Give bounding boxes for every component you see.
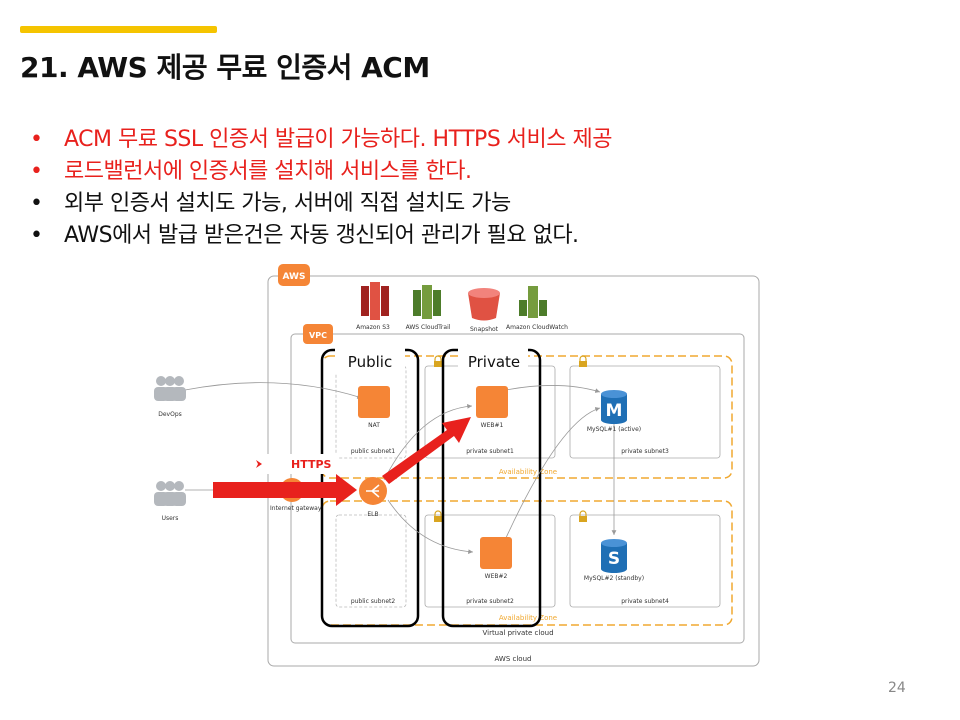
private-subnet2-box	[424, 514, 556, 608]
connector-line	[184, 382, 363, 399]
mysql2-icon-letter: S	[608, 549, 620, 569]
availability-zone-label: Availability Zone	[499, 614, 557, 622]
connector-line	[387, 499, 474, 555]
subnet-label: private subnet3	[621, 448, 669, 455]
lock-icon	[579, 510, 587, 522]
private-subnet4-box	[569, 514, 721, 608]
devops-people-icon	[154, 376, 186, 401]
bullet-list: ACM 무료 SSL 인증서 발급이 가능하다. HTTPS 서비스 제공 로드…	[30, 124, 612, 252]
subnet-label: private subnet1	[466, 448, 514, 455]
private-label: Private	[468, 353, 520, 371]
web2-server-icon	[480, 537, 512, 569]
page-number: 24	[888, 680, 906, 696]
service-label: Amazon S3	[356, 324, 390, 331]
subnet-label: private subnet2	[466, 598, 514, 605]
web2-label: WEB#2	[485, 573, 508, 580]
https-label: HTTPS	[291, 458, 332, 471]
connector-line	[505, 385, 601, 393]
private-label-bg	[458, 348, 528, 374]
aws-badge	[278, 264, 310, 286]
virtual-private-cloud-label: Virtual private cloud	[482, 629, 553, 637]
mysql2-label: MySQL#2 (standby)	[584, 575, 644, 582]
public-label: Public	[348, 353, 392, 371]
internet-gateway-label: Internet gateway	[270, 505, 322, 512]
elb-branch-icon	[366, 484, 380, 498]
bullet-item: 로드밸런서에 인증서를 설치해 서비스를 한다.	[30, 156, 612, 188]
lock-icon	[434, 355, 442, 367]
web1-label: WEB#1	[481, 422, 504, 429]
https-red-arrow-to-web	[382, 417, 471, 484]
bullet-item: ACM 무료 SSL 인증서 발급이 가능하다. HTTPS 서비스 제공	[30, 124, 612, 156]
amazon-cloudwatch-icon	[519, 286, 547, 318]
mysql1-icon-letter: M	[606, 401, 623, 421]
availability-zone-label: Availability Zone	[499, 468, 557, 476]
vpc-badge	[303, 324, 333, 344]
bullet-item: AWS에서 발급 받은건은 자동 갱신되어 관리가 필요 없다.	[30, 220, 612, 252]
nat-instance-icon	[358, 386, 390, 418]
aws-cloud-label: AWS cloud	[495, 655, 532, 663]
users-people-icon	[154, 481, 186, 506]
subnet-label: public subnet2	[351, 598, 396, 605]
availability-zone-2	[321, 500, 733, 626]
lock-icon	[434, 510, 442, 522]
connector-line	[383, 403, 473, 481]
users-label: Users	[162, 515, 179, 522]
connector-line	[504, 407, 601, 541]
service-label: Snapshot	[470, 326, 499, 333]
subnet-label: public subnet1	[351, 448, 396, 455]
private-subnet3-box	[569, 365, 721, 459]
mysql1-label: MySQL#1 (active)	[587, 426, 641, 433]
aws-badge-label: AWS	[283, 272, 306, 282]
service-label: Amazon CloudWatch	[506, 324, 568, 331]
subnet-label: private subnet4	[621, 598, 669, 605]
vpc-box	[290, 333, 745, 644]
web1-server-icon	[476, 386, 508, 418]
devops-label: DevOps	[158, 411, 182, 418]
bullet-item: 외부 인증서 설치도 가능, 서버에 직접 설치도 가능	[30, 188, 612, 220]
public-label-bg	[335, 348, 405, 374]
https-red-arrow-to-elb	[213, 474, 357, 506]
snapshot-icon	[468, 288, 500, 321]
amazon-s3-icon	[361, 282, 389, 320]
mysql2-database-icon	[601, 539, 627, 573]
nat-label: NAT	[368, 422, 380, 429]
vpc-badge-label: VPC	[309, 331, 327, 340]
service-label: AWS CloudTrail	[406, 324, 451, 331]
https-arrow-bullet-icon	[256, 460, 262, 468]
title-accent-bar	[20, 26, 217, 33]
lock-icon	[579, 355, 587, 367]
slide-title: 21. AWS 제공 무료 인증서 ACM	[20, 51, 430, 84]
mysql1-database-icon	[601, 390, 627, 424]
elb-label: ELB	[367, 511, 378, 518]
https-label-bg	[250, 454, 338, 474]
public-subnet2-box	[335, 514, 407, 608]
aws-cloudtrail-icon	[413, 285, 441, 319]
